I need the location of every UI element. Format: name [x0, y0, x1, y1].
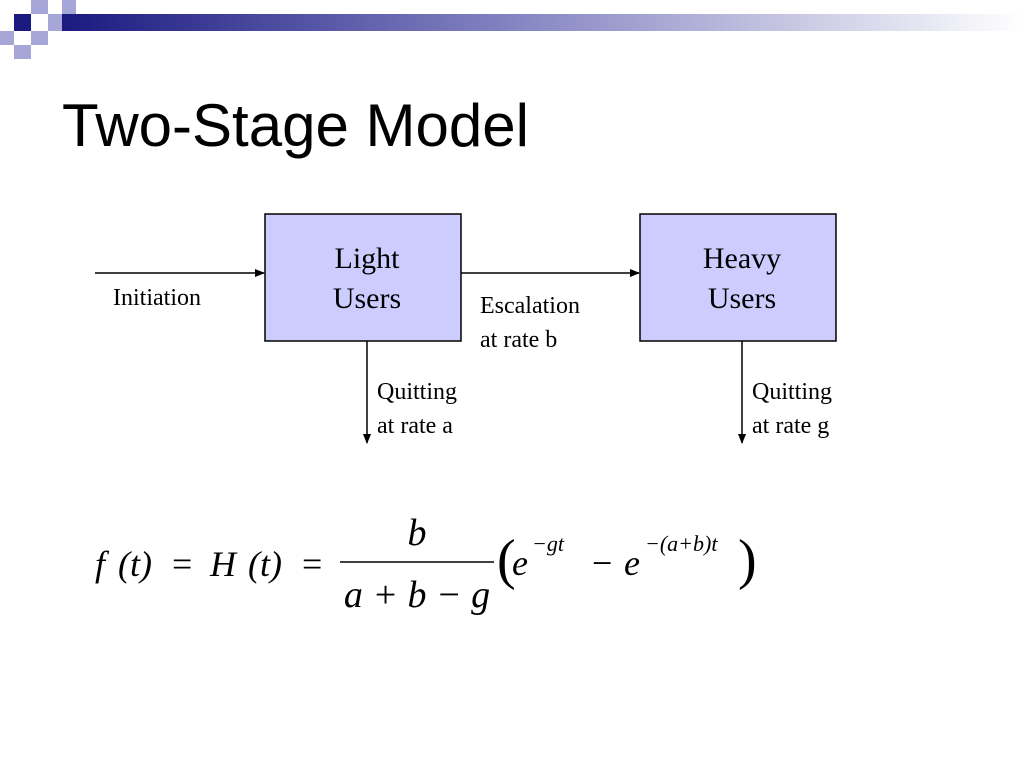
- deco-square: [31, 31, 48, 45]
- heavy-users-label: Users: [708, 282, 776, 315]
- deco-square: [62, 0, 76, 14]
- formula-paren-close: ): [738, 529, 757, 591]
- formula-paren-open: (: [497, 529, 516, 591]
- formula-e-base: e: [512, 543, 528, 583]
- light-users-label: Light: [335, 242, 401, 275]
- escalation-label: Escalation: [480, 293, 580, 319]
- formula-h-arg: (t): [248, 544, 282, 584]
- deco-square: [14, 45, 31, 59]
- light-users-box: [264, 213, 462, 342]
- formula-e-base: e: [624, 543, 640, 583]
- slide-title: Two-Stage Model: [62, 92, 529, 159]
- header-gradient-band: [62, 14, 1024, 31]
- formula-numerator: b: [408, 512, 427, 554]
- formula-e-exp: −(a+b)t: [645, 531, 718, 556]
- escalation-label: at rate b: [480, 327, 557, 353]
- formula-e-exp: −gt: [532, 531, 565, 556]
- quit-heavy-label: at rate g: [752, 413, 829, 439]
- formula-equals: =: [172, 544, 192, 584]
- deco-square: [0, 31, 14, 45]
- heavy-users-box: [639, 213, 837, 342]
- quit-light-label: at rate a: [377, 413, 453, 439]
- formula-f-arg: (t): [118, 544, 152, 584]
- formula-minus: −: [592, 543, 612, 583]
- quit-light-label: Quitting: [377, 379, 457, 405]
- formula-h: H: [209, 544, 238, 584]
- formula-denominator: a + b − g: [344, 574, 490, 616]
- light-users-label: Users: [333, 282, 401, 315]
- formula-f: f: [95, 544, 110, 584]
- deco-square: [48, 14, 62, 31]
- deco-square: [14, 14, 31, 31]
- formula-equals: =: [302, 544, 322, 584]
- deco-square: [31, 0, 48, 14]
- heavy-users-label: Heavy: [703, 242, 781, 275]
- header-decoration: [0, 0, 1024, 59]
- quit-heavy-label: Quitting: [752, 379, 832, 405]
- initiation-label: Initiation: [113, 285, 201, 311]
